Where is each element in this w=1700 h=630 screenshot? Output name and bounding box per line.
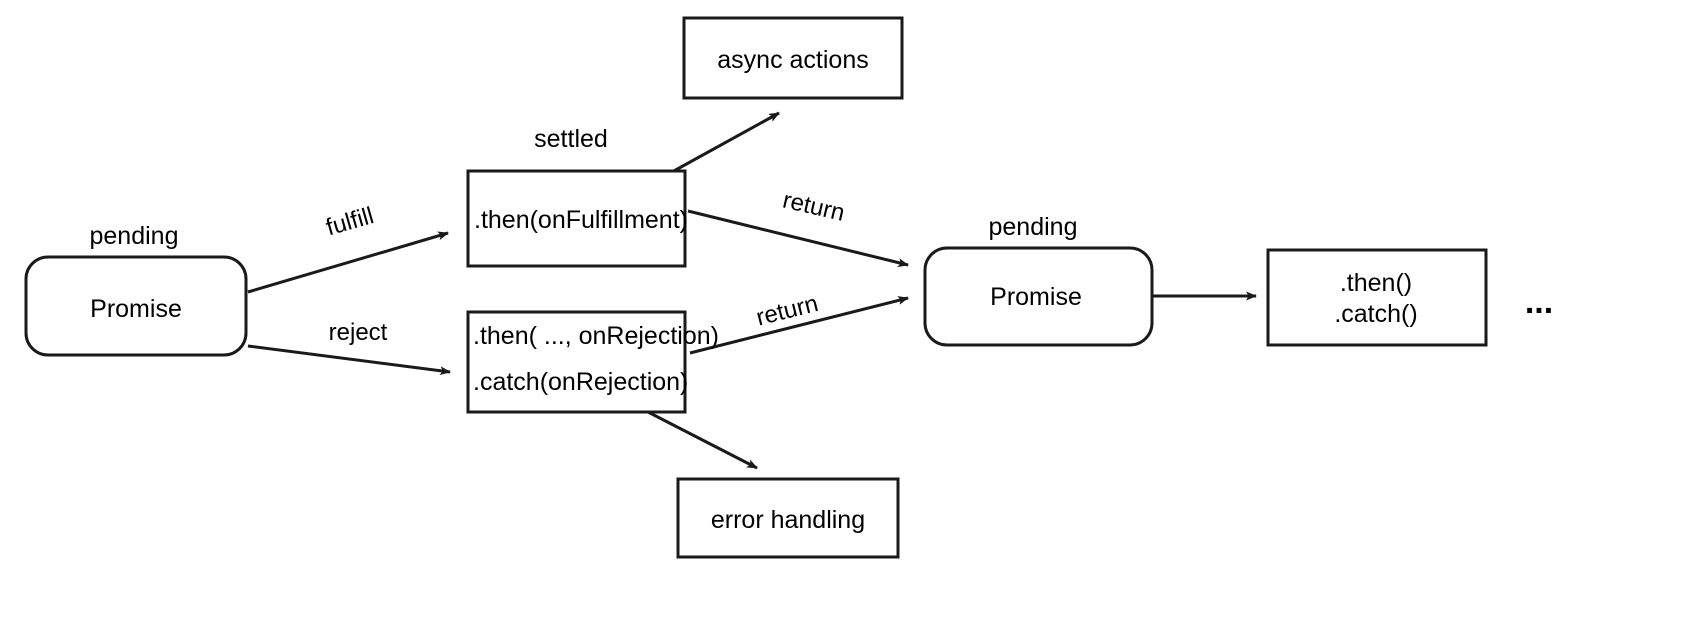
edge-reject: reject [247, 319, 451, 376]
promise-initial-box[interactable] [24, 255, 248, 357]
rejection-handlers-box[interactable] [466, 310, 687, 414]
promise-initial-state-label: pending [90, 222, 179, 250]
async-actions-box[interactable] [682, 16, 904, 100]
edge-return-fulfill-label: return [780, 186, 847, 226]
edge-reject-label: reject [329, 319, 388, 346]
edge-return-fulfill: return [687, 186, 909, 267]
edge-reject-line [247, 344, 451, 376]
then-fulfillment-box[interactable] [466, 169, 687, 268]
node-then-fulfillment[interactable]: .then(onFulfillment) [466, 169, 688, 268]
node-promise-initial[interactable]: Promise [24, 255, 248, 357]
chain-next-line2: .catch() [1334, 300, 1417, 328]
edge-return-reject-line [689, 296, 909, 355]
edge-return-reject: return [689, 290, 909, 355]
node-error-handling[interactable]: error handling [676, 477, 900, 559]
node-rejection-handlers[interactable]: .then( ..., onRejection) .catch(onReject… [466, 310, 719, 414]
rejection-handlers-line2: .catch(onRejection) [473, 368, 688, 396]
promise-initial-label: Promise [90, 295, 182, 323]
rejection-handlers-line1: .then( ..., onRejection) [473, 322, 719, 350]
edge-fulfill-line [247, 231, 449, 294]
edge-async-actions [671, 111, 780, 174]
error-handling-label: error handling [711, 506, 865, 534]
promise-returned-label: Promise [990, 283, 1082, 311]
promise-returned-state-label: pending [989, 213, 1078, 241]
node-chain-next[interactable]: .then() .catch() [1266, 248, 1488, 347]
edge-async-actions-line [671, 111, 780, 174]
edge-fulfill: fulfill [247, 202, 449, 294]
chain-next-box[interactable] [1266, 248, 1488, 347]
edge-error-handling-line [647, 410, 758, 470]
then-fulfillment-state-label: settled [534, 125, 608, 153]
promise-returned-box[interactable] [923, 246, 1154, 347]
edge-fulfill-label: fulfill [323, 202, 377, 241]
edge-return-reject-label: return [753, 290, 820, 331]
edge-return-fulfill-line [687, 209, 909, 267]
edge-error-handling [647, 410, 758, 470]
node-promise-returned[interactable]: Promise [923, 246, 1154, 347]
chain-next-line1: .then() [1340, 269, 1412, 297]
error-handling-box[interactable] [676, 477, 900, 559]
continuation-ellipsis: ... [1525, 283, 1553, 321]
then-fulfillment-label: .then(onFulfillment) [474, 206, 688, 234]
async-actions-label: async actions [717, 46, 868, 74]
node-async-actions[interactable]: async actions [682, 16, 904, 100]
